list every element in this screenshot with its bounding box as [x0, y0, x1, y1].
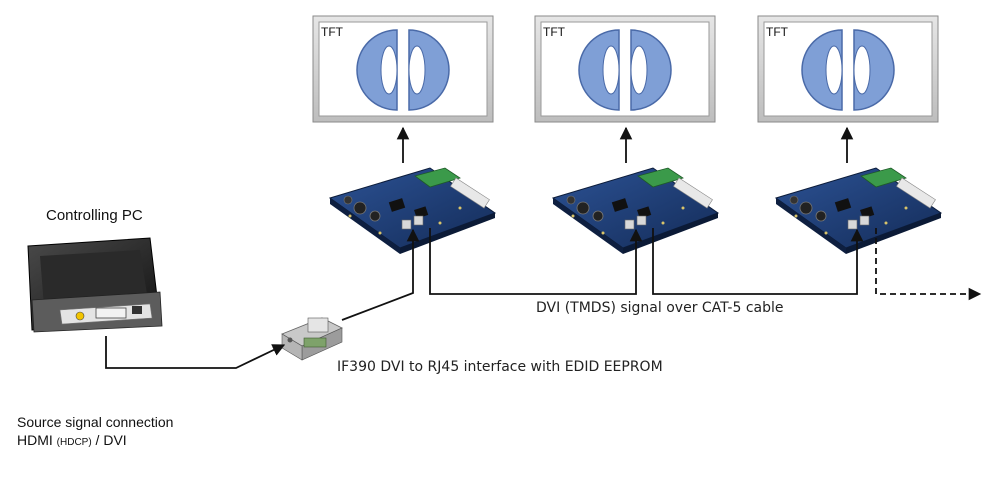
if390-interface	[281, 317, 343, 361]
source-hdcp: (HDCP)	[56, 437, 92, 448]
tft-label: TFT	[766, 25, 789, 39]
tft-monitor: TFT	[757, 15, 939, 123]
tft-label: TFT	[321, 25, 344, 39]
source-line-1: Source signal connection	[17, 414, 174, 430]
source-signal-label: Source signal connection HDMI (HDCP) / D…	[17, 413, 173, 452]
tft-label: TFT	[543, 25, 566, 39]
cat5-continuation	[875, 228, 982, 301]
laptop-icon	[27, 237, 163, 333]
dvi-signal-label: DVI (TMDS) signal over CAT-5 cable	[536, 300, 784, 316]
cat5-connection	[341, 228, 420, 321]
tft-monitor: TFT	[312, 15, 494, 123]
tft-monitor: TFT	[534, 15, 716, 123]
source-dvi: / DVI	[91, 432, 127, 448]
controller-board	[775, 167, 942, 255]
cat5-connection	[429, 228, 643, 295]
interface-label: IF390 DVI to RJ45 interface with EDID EE…	[337, 359, 663, 375]
hdmi-dvi-connection	[105, 336, 286, 369]
source-line-2: HDMI (HDCP) / DVI	[17, 431, 173, 452]
cat5-connection	[652, 228, 864, 295]
controlling-pc-label: Controlling PC	[46, 207, 143, 224]
source-hdmi: HDMI	[17, 432, 57, 448]
